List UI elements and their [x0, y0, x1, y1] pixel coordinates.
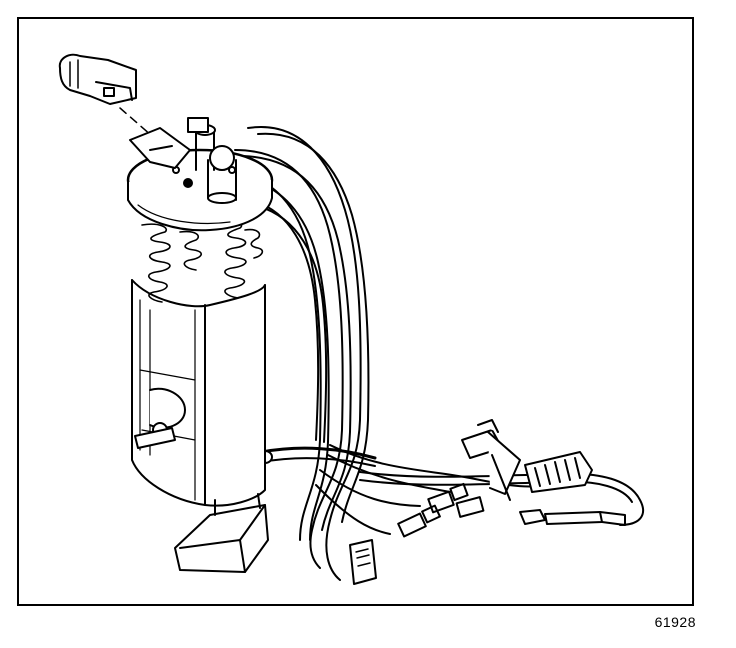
fuel-lines: [224, 125, 645, 581]
line-fittings: [397, 482, 626, 538]
line-tag: [349, 539, 377, 585]
illustration-frame: [17, 17, 694, 606]
pump-springs: [141, 218, 264, 303]
fuel-strainer: [174, 493, 269, 573]
pressure-sensor: [58, 53, 191, 169]
figure-number: 61928: [654, 614, 696, 630]
reservoir-body: [131, 279, 266, 507]
electrical-connector: [461, 419, 593, 501]
